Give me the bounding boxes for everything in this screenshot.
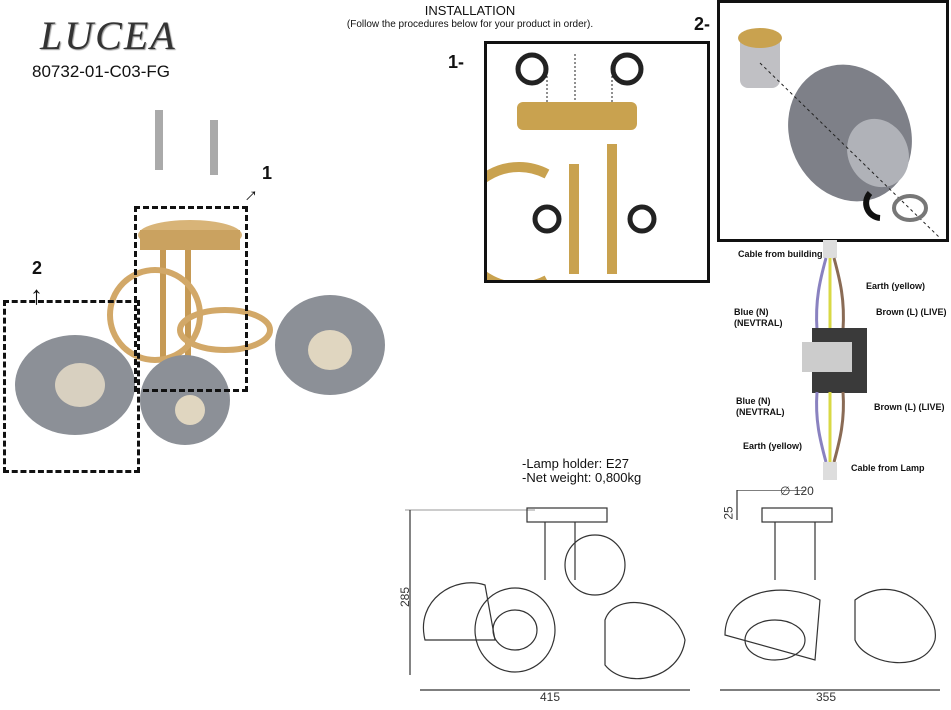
net-weight-spec: -Net weight: 0,800kg bbox=[522, 470, 642, 485]
callout-box-1 bbox=[134, 206, 248, 392]
product-photo bbox=[15, 110, 385, 445]
step-1-label: 1- bbox=[448, 52, 465, 72]
model-number: 80732-01-C03-FG bbox=[32, 62, 170, 81]
dimension-diameter: ∅ 120 bbox=[780, 484, 814, 498]
dimension-width-side: 355 bbox=[816, 690, 837, 704]
label-cable-from-building: Cable from building bbox=[738, 249, 823, 259]
lamp-holder-spec: -Lamp holder: E27 bbox=[522, 456, 629, 471]
dimension-width-front: 415 bbox=[540, 690, 561, 704]
step-2-illustration bbox=[717, 0, 949, 242]
label-earth-bottom: Earth (yellow) bbox=[743, 441, 803, 451]
dimension-canopy: 25 bbox=[721, 506, 736, 520]
label-earth-top: Earth (yellow) bbox=[866, 281, 926, 291]
brand-logo: LUCEA bbox=[40, 13, 177, 58]
blue-bottom-line1: Blue (N) bbox=[736, 396, 771, 406]
callout-label-1: 1 bbox=[262, 163, 273, 183]
specs: -Lamp holder: E27 -Net weight: 0,800kg bbox=[522, 457, 641, 485]
callout-label-2: 2 bbox=[32, 258, 43, 278]
label-brown-bottom: Brown (L) (LIVE) bbox=[874, 402, 945, 412]
wiring-diagram bbox=[802, 240, 867, 480]
step-1-illustration bbox=[453, 41, 710, 292]
label-blue-top: Blue (N)(NEVTRAL) bbox=[734, 307, 783, 329]
page-title: INSTALLATION bbox=[424, 3, 516, 18]
dimension-height: 285 bbox=[398, 586, 413, 608]
arrow-up-icon: ↑ bbox=[30, 280, 43, 310]
page-subtitle: (Follow the procedures below for your pr… bbox=[346, 19, 594, 30]
step-2-label: 2- bbox=[694, 14, 711, 34]
callout-box-2 bbox=[3, 300, 140, 473]
technical-drawings bbox=[405, 490, 940, 691]
blue-top-line1: Blue (N) bbox=[734, 307, 769, 317]
label-blue-bottom: Blue (N)(NEVTRAL) bbox=[736, 396, 785, 418]
blue-top-line2: (NEVTRAL) bbox=[734, 318, 783, 328]
label-cable-from-lamp: Cable from Lamp bbox=[851, 463, 925, 473]
label-brown-top: Brown (L) (LIVE) bbox=[876, 307, 947, 317]
blue-bottom-line2: (NEVTRAL) bbox=[736, 407, 785, 417]
